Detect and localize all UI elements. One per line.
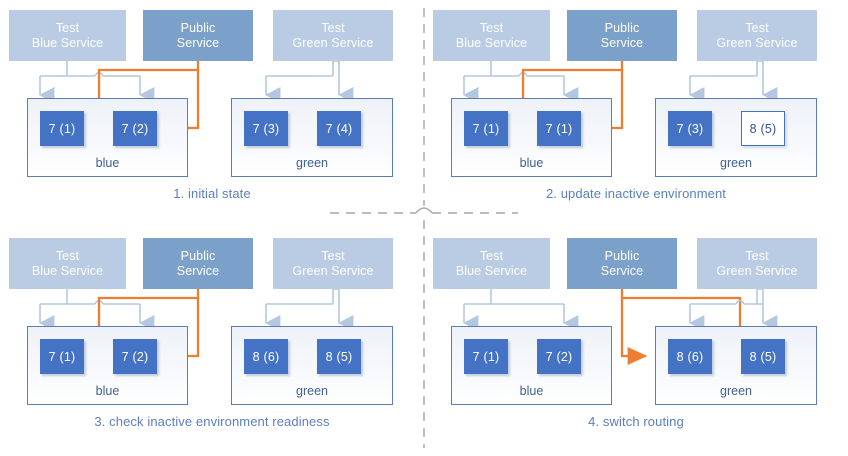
service-test-blue: Test Blue Service (433, 10, 550, 61)
panel-3-caption: 3. check inactive environment readiness (94, 414, 330, 429)
service-test-blue-label: Test Blue Service (31, 20, 104, 50)
service-public-label: Public Service (600, 20, 644, 50)
service-test-green: Test Green Service (273, 238, 393, 289)
service-test-green-label: Test Green Service (292, 248, 374, 278)
version-box-blue-2: 7 (1) (537, 111, 581, 146)
panel-2: Test Blue Service Public Service Test Gr… (424, 0, 848, 228)
version-box-green-1: 7 (3) (668, 111, 712, 146)
version-box-green-2: 7 (4) (317, 111, 361, 146)
service-public-label: Public Service (600, 248, 644, 278)
service-test-blue: Test Blue Service (9, 238, 126, 289)
version-box-blue-1: 7 (1) (464, 111, 508, 146)
version-box-green-2: 8 (5) (317, 339, 361, 374)
version-box-green-2: 8 (5) (741, 111, 785, 146)
panel-1: Test Blue Service Public Service Test Gr… (0, 0, 424, 228)
service-test-green-label: Test Green Service (292, 20, 374, 50)
service-test-blue-label: Test Blue Service (455, 248, 528, 278)
version-box-blue-1: 7 (1) (464, 339, 508, 374)
panel-4: Test Blue Service Public Service Test Gr… (424, 228, 848, 456)
service-test-blue: Test Blue Service (433, 238, 550, 289)
version-box-blue-1: 7 (1) (40, 339, 84, 374)
service-test-blue-label: Test Blue Service (31, 248, 104, 278)
environment-green-label: green (720, 156, 752, 170)
service-public: Public Service (143, 238, 253, 289)
version-box-blue-2: 7 (2) (113, 111, 157, 146)
version-box-green-2: 8 (5) (741, 339, 785, 374)
service-test-green-label: Test Green Service (716, 20, 798, 50)
service-public-label: Public Service (176, 20, 220, 50)
panel-3: Test Blue Service Public Service Test Gr… (0, 228, 424, 456)
service-public-label: Public Service (176, 248, 220, 278)
environment-blue-label: blue (95, 156, 120, 170)
panel-1-caption: 1. initial state (173, 186, 251, 201)
version-box-green-1: 8 (6) (668, 339, 712, 374)
version-box-green-1: 7 (3) (244, 111, 288, 146)
version-box-blue-2: 7 (2) (113, 339, 157, 374)
version-box-blue-1: 7 (1) (40, 111, 84, 146)
service-public: Public Service (567, 238, 677, 289)
version-box-blue-2: 7 (2) (537, 339, 581, 374)
service-test-blue: Test Blue Service (9, 10, 126, 61)
service-test-green: Test Green Service (697, 10, 817, 61)
service-public: Public Service (567, 10, 677, 61)
environment-green-label: green (296, 384, 328, 398)
panel-1-connectors (39, 60, 354, 137)
panel-4-caption: 4. switch routing (588, 414, 684, 429)
service-test-green-label: Test Green Service (716, 248, 798, 278)
service-test-green: Test Green Service (273, 10, 393, 61)
service-test-green: Test Green Service (697, 238, 817, 289)
environment-blue-label: blue (519, 156, 544, 170)
service-public: Public Service (143, 10, 253, 61)
service-test-blue-label: Test Blue Service (455, 20, 528, 50)
environment-blue-label: blue (519, 384, 544, 398)
environment-green-label: green (720, 384, 752, 398)
environment-blue-label: blue (95, 384, 120, 398)
environment-green-label: green (296, 156, 328, 170)
panel-2-caption: 2. update inactive environment (545, 186, 727, 201)
version-box-green-1: 8 (6) (244, 339, 288, 374)
